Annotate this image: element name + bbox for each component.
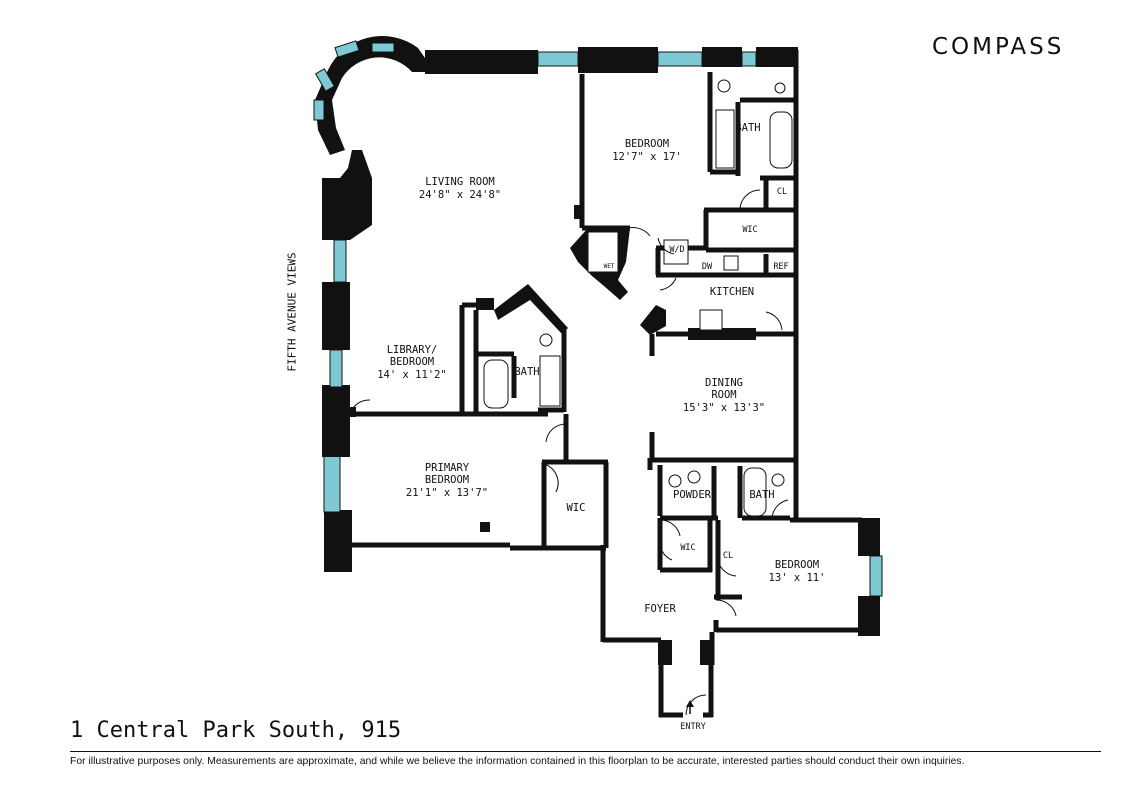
entry-name: ENTRY: [680, 722, 706, 732]
dw-name: DW: [702, 262, 713, 272]
library-line2: BEDROOM: [390, 356, 434, 368]
fixtures: [349, 79, 793, 716]
primary-line2: BEDROOM: [425, 474, 469, 486]
cl2-name: CL: [723, 551, 733, 561]
wd-name: W/D: [669, 245, 684, 255]
primary-dims: 21'1" x 13'7": [406, 487, 488, 499]
wet-bar-line1: WET: [604, 263, 615, 270]
wic2-name: WIC: [567, 502, 586, 514]
foyer-name: FOYER: [644, 603, 676, 615]
ref-name: REF: [773, 262, 788, 272]
address-title: 1 Central Park South, 915: [70, 718, 402, 743]
powder-name: POWDER: [673, 489, 712, 501]
bedroom2-dims: 13' x 11': [769, 572, 826, 584]
disclaimer: For illustrative purposes only. Measurem…: [70, 756, 965, 767]
compass-logo: COMPASS: [932, 34, 1065, 60]
living-room-name: LIVING ROOM: [425, 176, 495, 188]
bedroom1-name: BEDROOM: [625, 138, 669, 150]
kitchen-name: KITCHEN: [710, 286, 754, 298]
primary-line1: PRIMARY: [425, 462, 470, 474]
wet-bar-line2: BAR: [604, 271, 615, 278]
wic3-name: WIC: [680, 543, 695, 553]
room-labels: LIVING ROOM 24'8" x 24'8" BEDROOM 12'7" …: [377, 122, 825, 732]
rotunda-walls: [313, 36, 425, 156]
divider: [70, 751, 1101, 752]
bedroom2-name: BEDROOM: [775, 559, 819, 571]
bath1-name: BATH: [735, 122, 760, 134]
library-dims: 14' x 11'2": [377, 369, 447, 381]
library-line1: LIBRARY/: [387, 344, 438, 356]
bedroom1-dims: 12'7" x 17': [612, 151, 682, 163]
dining-dims: 15'3" x 13'3": [683, 402, 765, 414]
living-room-dims: 24'8" x 24'8": [419, 189, 501, 201]
bath3-name: BATH: [749, 489, 774, 501]
wic1-name: WIC: [742, 225, 757, 235]
dining-line1: DINING: [705, 377, 743, 389]
interior-walls: [346, 72, 796, 600]
bath2-name: BATH: [514, 366, 539, 378]
cl1-name: CL: [777, 187, 787, 197]
dining-line2: ROOM: [711, 389, 736, 401]
exterior-walls: [322, 47, 883, 718]
